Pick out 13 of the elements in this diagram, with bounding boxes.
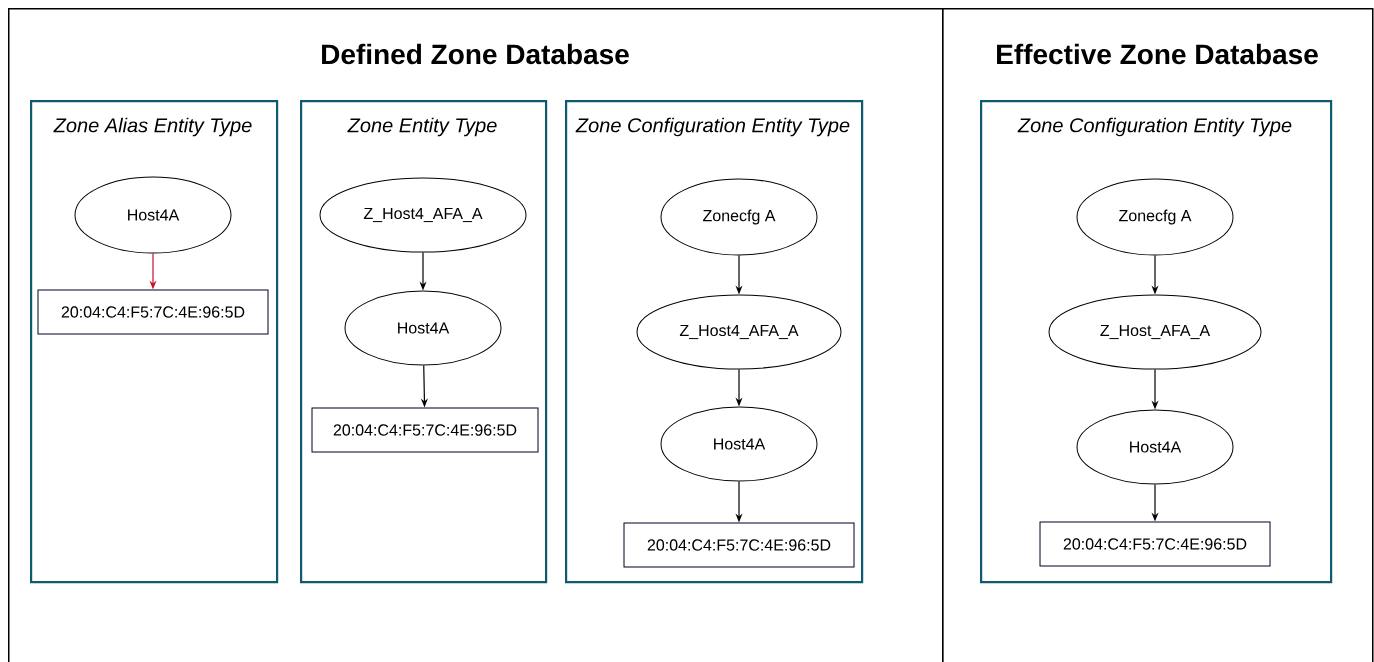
- address-box: 20:04:C4:F5:7C:4E:96:5D: [311, 407, 539, 453]
- ellipse-node: Host4A: [74, 176, 232, 254]
- ellipse-node: Zonecfg A: [1076, 178, 1234, 256]
- ellipse-node: Host4A: [1076, 409, 1234, 485]
- address-box: 20:04:C4:F5:7C:4E:96:5D: [623, 522, 855, 568]
- ellipse-node: Z_Host4_AFA_A: [319, 177, 527, 253]
- ellipse-node: Host4A: [660, 406, 818, 482]
- ellipse-node: Z_Host_AFA_A: [1048, 294, 1262, 370]
- address-box: 20:04:C4:F5:7C:4E:96:5D: [1039, 521, 1271, 567]
- ellipse-node: Host4A: [344, 290, 502, 366]
- ellipse-node: Z_Host4_AFA_A: [636, 294, 842, 370]
- ellipse-node: Zonecfg A: [660, 178, 818, 256]
- address-box: 20:04:C4:F5:7C:4E:96:5D: [37, 289, 269, 335]
